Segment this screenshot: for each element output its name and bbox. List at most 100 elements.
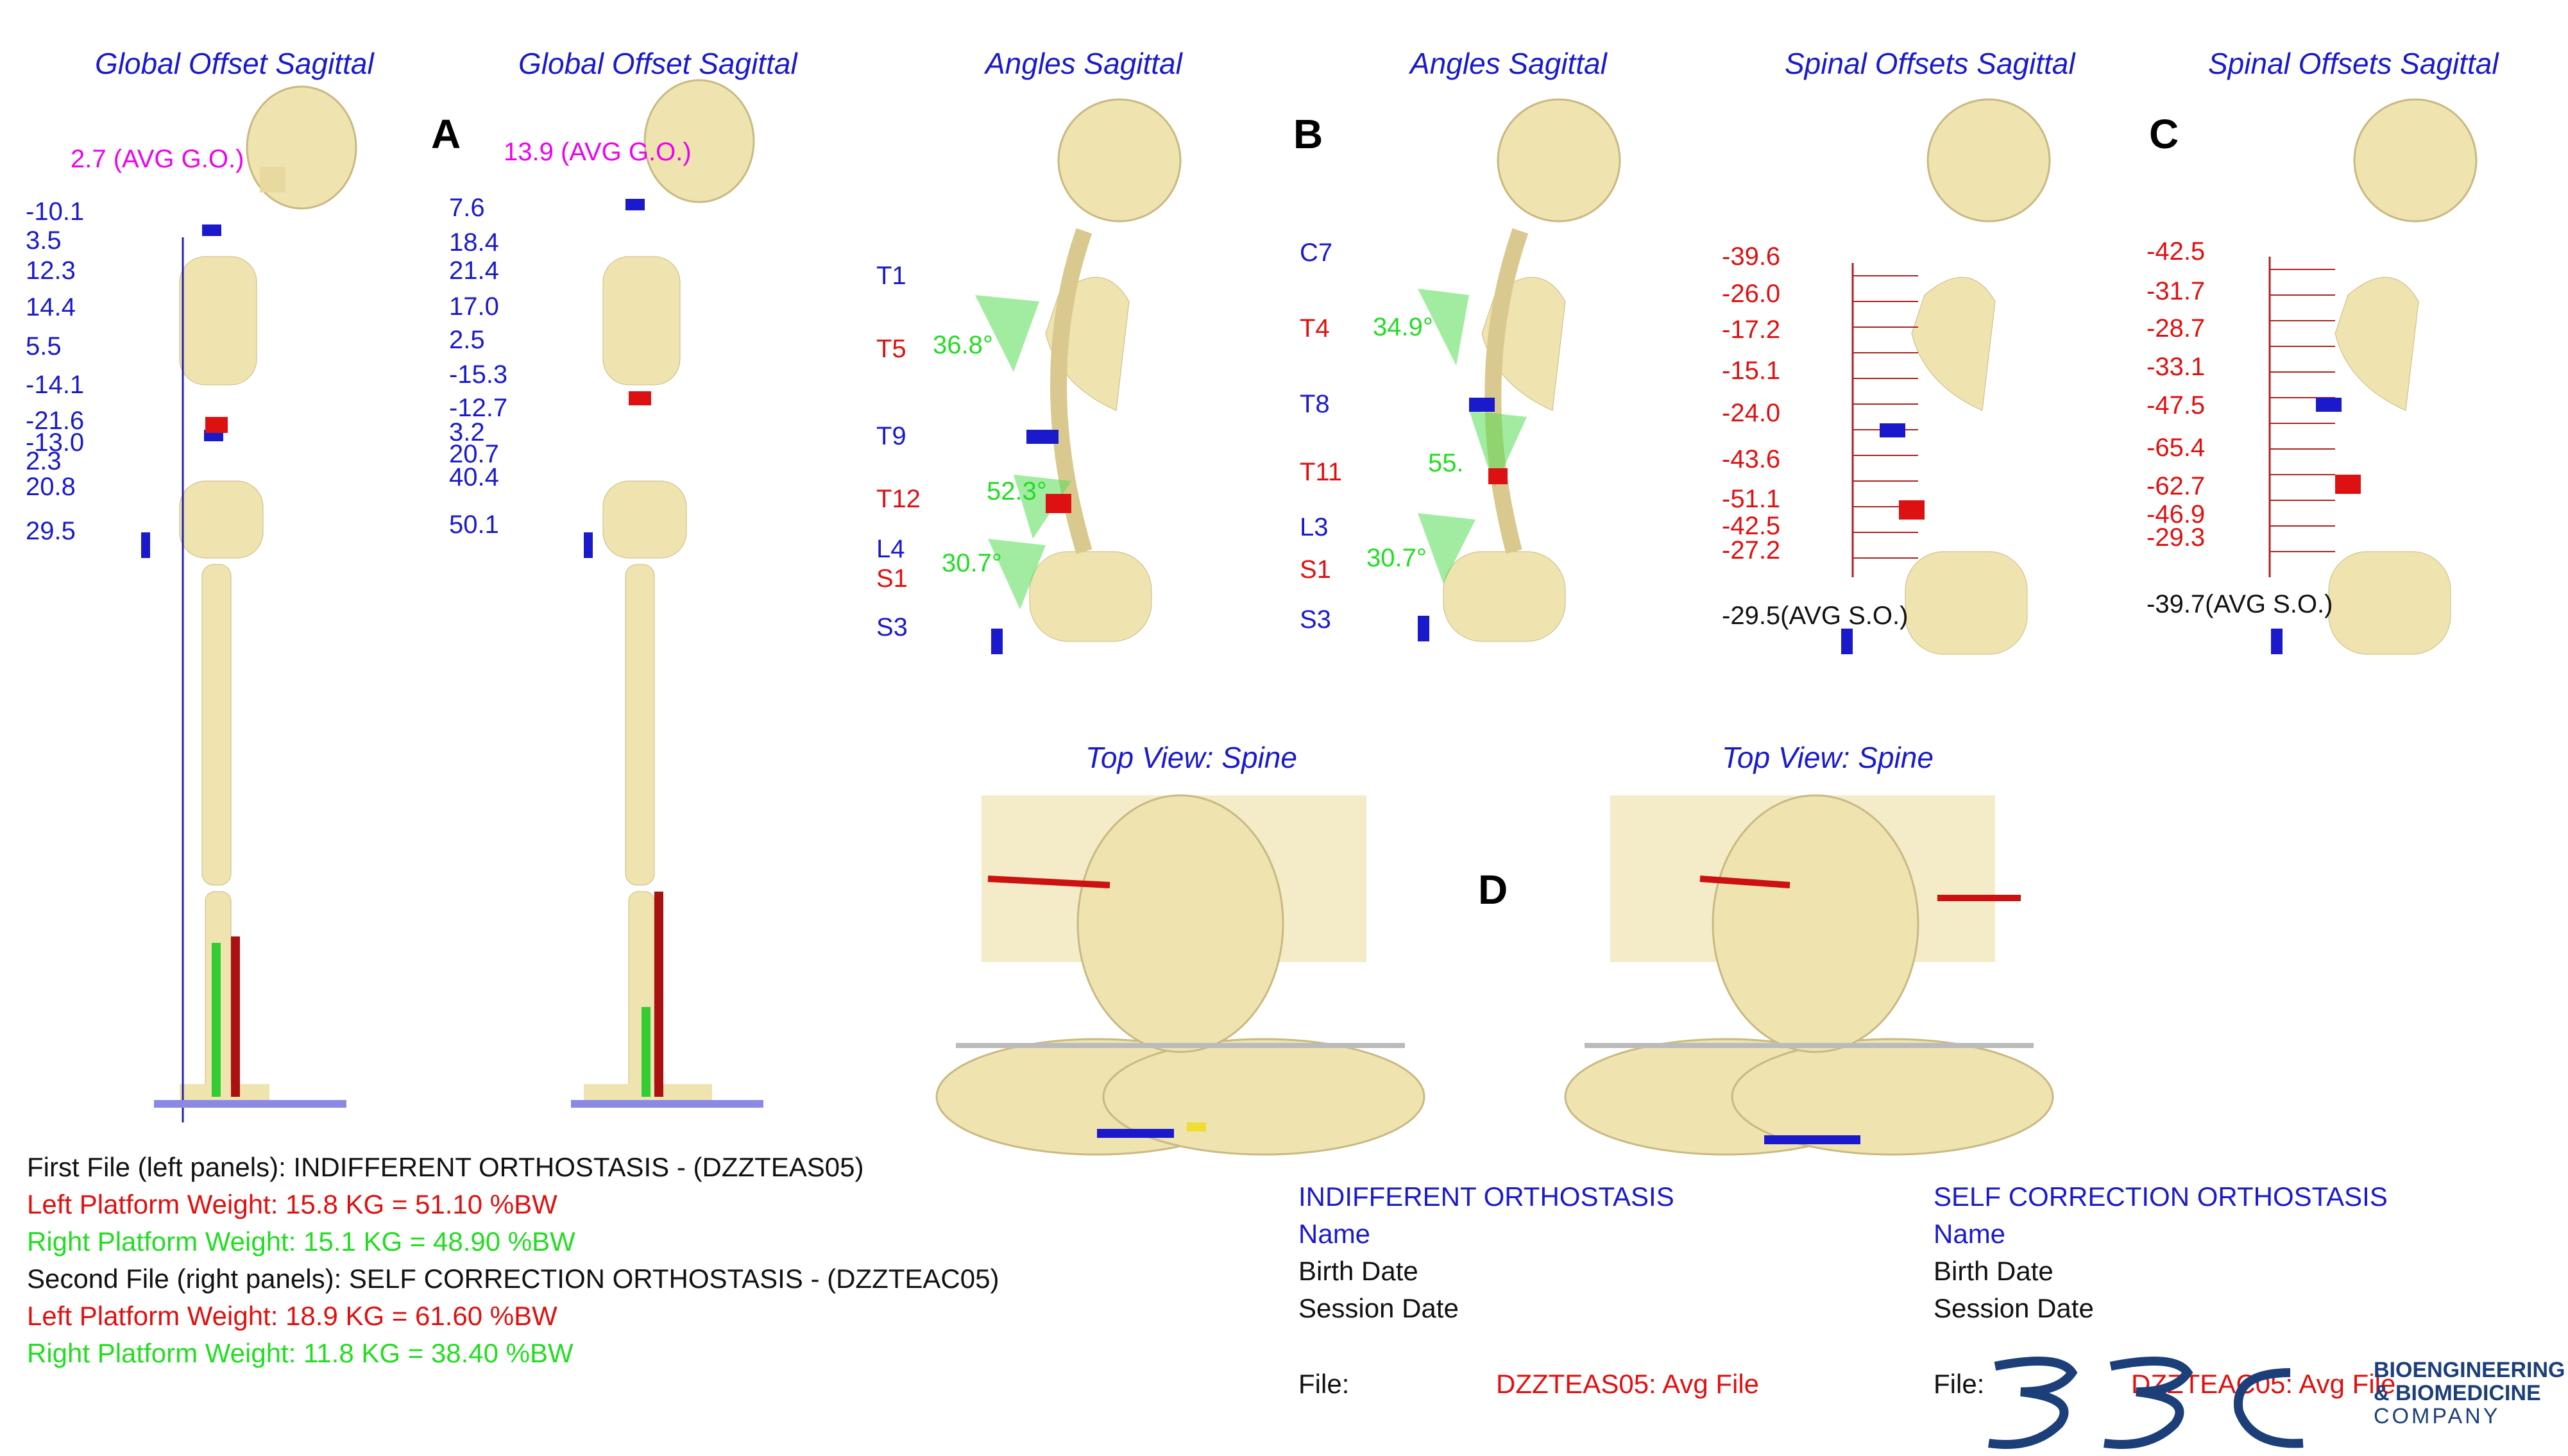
so-left-value: -42.5 [1722,512,1781,540]
session-left-session: Session Date [1298,1293,1459,1323]
second-right-weight: Right Platform Weight: 11.8 KG = 38.40 %… [27,1338,574,1368]
go-left-value: 12.3 [26,257,76,285]
panel-label-b: B [1293,111,1323,157]
angles-title-left: Angles Sagittal [985,47,1182,80]
session-right-session: Session Date [1934,1293,2094,1323]
so-left-value: -43.6 [1722,445,1781,473]
session-left-birth: Birth Date [1298,1256,1418,1286]
session-right-file-label: File: [1934,1369,1985,1399]
panel-label-c: C [2149,111,2179,157]
go-left-value: 20.8 [26,473,76,501]
spine-offsets-left-figure [1841,98,2051,655]
angles-left-level: T1 [876,262,906,290]
go-right-value: -15.3 [449,360,508,389]
angles-left-level: S1 [876,564,908,593]
go-left-value: 3.5 [26,226,62,255]
session-left-name: Name [1298,1219,1371,1249]
angles-right-level: C7 [1300,239,1333,267]
angles-left-angle: 36.8° [933,331,993,359]
go-left-value: 29.5 [26,517,76,545]
logo-line-2: & BIOMEDICINE [2374,1381,2541,1405]
go-right-value: 3.2 [449,418,485,446]
angles-right-level: S3 [1300,605,1331,634]
angles-right-level: T11 [1300,458,1342,486]
so-right-value: -46.9 [2147,500,2206,529]
skeleton-full-left-figure [141,85,357,1122]
angles-right-level: T4 [1300,314,1330,343]
so-left-value: -26.0 [1722,280,1781,308]
go-left-value: 5.5 [26,332,62,360]
bbc-logo-icon [1988,1357,2304,1449]
global-offset-title-left: Global Offset Sagittal [95,47,374,80]
first-right-weight: Right Platform Weight: 15.1 KG = 48.90 %… [27,1226,575,1257]
panel-label-d: D [1478,867,1508,913]
session-right-title: SELF CORRECTION ORTHOSTASIS [1934,1181,2388,1212]
first-file-line: First File (left panels): INDIFFERENT OR… [27,1152,864,1182]
spinal-offsets-right-avg: -39.7(AVG S.O.) [2147,590,2333,618]
session-left-file-label: File: [1298,1369,1350,1399]
spinal-offsets-title-left: Spinal Offsets Sagittal [1785,47,2075,80]
second-left-weight: Left Platform Weight: 18.9 KG = 61.60 %B… [27,1301,557,1331]
angles-right-angle: 55. [1428,449,1464,477]
spinal-offsets-title-right: Spinal Offsets Sagittal [2208,47,2499,80]
logo-text: BIOENGINEERING & BIOMEDICINE COMPANY [2374,1359,2565,1428]
top-view-title-left: Top View: Spine [1085,741,1297,774]
so-right-value: -65.4 [2147,434,2206,462]
so-left-value: -27.2 [1722,536,1781,564]
spine-angles-left-figure [975,98,1182,654]
spine-offsets-right-figure [2268,98,2478,655]
go-left-value: 2.3 [26,447,62,475]
session-right-birth: Birth Date [1934,1256,2054,1286]
angles-left-level: S3 [876,613,908,641]
go-left-value: 14.4 [26,293,76,321]
so-right-value: -29.3 [2147,523,2206,552]
go-right-value: 40.4 [449,463,499,491]
so-right-value: -28.7 [2147,314,2206,343]
angles-right-level: S1 [1300,555,1331,584]
go-right-value: 7.6 [449,194,485,222]
top-view-right-figure [1564,794,2054,1156]
panel-label-a: A [431,111,461,157]
so-left-value: -24.0 [1722,399,1781,427]
session-left-title: INDIFFERENT ORTHOSTASIS [1298,1181,1674,1212]
so-right-value: -31.7 [2147,277,2206,305]
global-offset-left-avg: 2.7 (AVG G.O.) [71,145,244,173]
so-right-value: -42.5 [2147,237,2206,266]
angles-left-angle: 52.3° [987,477,1047,505]
skeleton-full-right-figure [571,79,763,1108]
first-left-weight: Left Platform Weight: 15.8 KG = 51.10 %B… [27,1189,557,1219]
logo-line-1: BIOENGINEERING [2374,1358,2565,1382]
angles-left-angle: 30.7° [942,549,1002,577]
angles-right-angle: 30.7° [1366,544,1427,572]
second-file-line: Second File (right panels): SELF CORRECT… [27,1264,999,1294]
top-view-title-right: Top View: Spine [1722,741,1934,774]
go-left-value: -14.1 [26,371,85,399]
go-right-value: 17.0 [449,292,499,321]
so-left-value: -17.2 [1722,316,1781,344]
angles-right-level: T8 [1300,390,1330,418]
go-left-value: -21.6 [26,407,85,435]
so-left-value: -15.1 [1722,357,1781,385]
session-left-file-value: DZZTEAS05: Avg File [1496,1369,1760,1399]
go-right-value: 50.1 [449,511,499,539]
spine-angles-right-figure [1418,98,1621,642]
go-right-value: 21.4 [449,257,499,285]
angles-left-level: T12 [876,485,921,513]
go-right-value: 20.7 [449,440,499,468]
top-view-left-figure [935,794,1425,1156]
go-right-value: 2.5 [449,326,485,354]
go-left-value: -10.1 [26,198,85,226]
so-left-value: -51.1 [1722,485,1781,513]
spinal-offsets-left-avg: -29.5(AVG S.O.) [1722,602,1909,630]
go-left-value: -13.0 [26,428,85,457]
session-right-name: Name [1934,1219,2006,1249]
so-right-value: -47.5 [2147,391,2206,419]
angles-left-level: L4 [876,535,905,563]
so-right-value: -33.1 [2147,353,2206,381]
global-offset-title-right: Global Offset Sagittal [518,47,797,80]
angles-left-level: T9 [876,422,906,450]
go-right-value: -12.7 [449,394,508,422]
angles-left-level: T5 [876,335,906,363]
logo-line-3: COMPANY [2374,1404,2501,1428]
go-right-value: 18.4 [449,228,499,257]
